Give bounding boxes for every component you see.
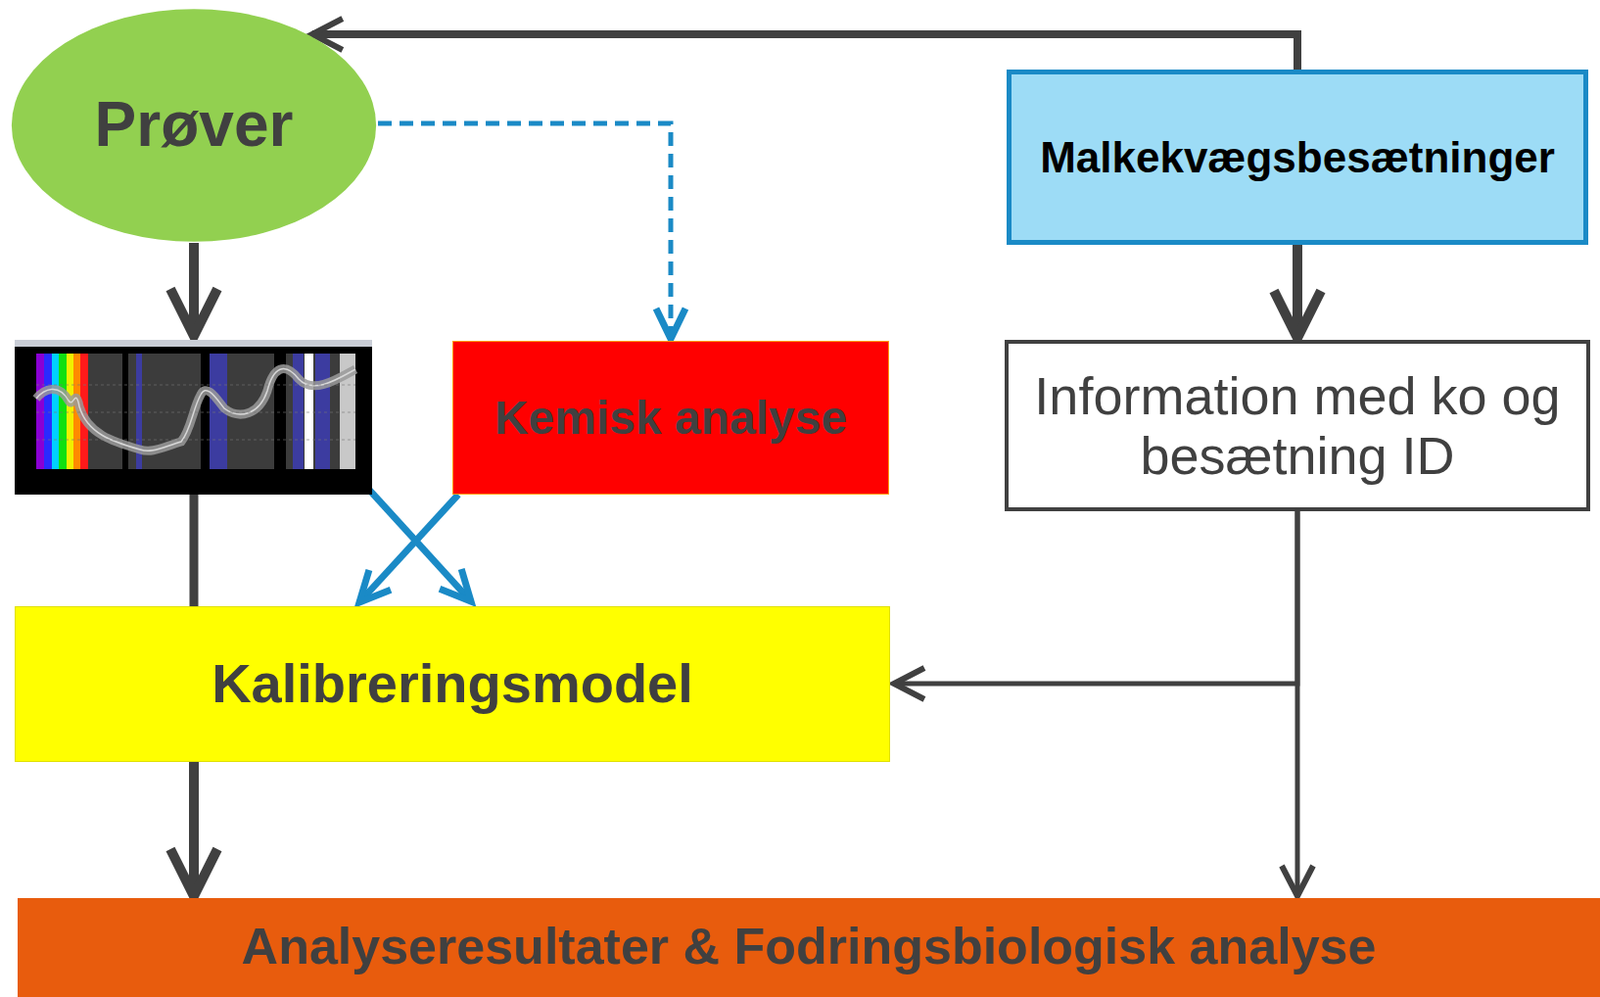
node-label: Information med ko og besætning ID [1008, 366, 1587, 485]
connector-arrow [359, 494, 459, 603]
calibration-box: Kalibreringsmodel [14, 606, 891, 762]
ellipse-shape [11, 8, 377, 242]
node-label: Malkekvægsbesætninger [1039, 133, 1555, 182]
flow-line [189, 494, 199, 607]
sample-ellipse: Prøver [9, 7, 378, 243]
analysis-box: Kemisk analyse [452, 340, 890, 495]
connector-arrow [188, 761, 199, 896]
node-label: Prøver [94, 90, 294, 161]
node-label: Kalibreringsmodel [211, 653, 694, 715]
node-label: Analyseresultater & Fodringsbiologisk an… [241, 917, 1377, 975]
connector-arrow [1292, 244, 1303, 338]
info-box: Information med ko og besætning ID [1004, 339, 1591, 512]
flow-arrow [369, 489, 471, 602]
connector-arrow [312, 34, 1298, 70]
herd-box: Malkekvægsbesætninger [1006, 69, 1589, 245]
node-label: Kemisk analyse [494, 391, 848, 445]
connector-arrow [894, 511, 1298, 684]
flow-arrow [188, 242, 199, 336]
result-band: Analyseresultater & Fodringsbiologisk an… [17, 897, 1600, 997]
connector-arrow [377, 123, 671, 339]
spectrum-screenshot [14, 339, 373, 495]
connector-arrow [1295, 511, 1301, 896]
